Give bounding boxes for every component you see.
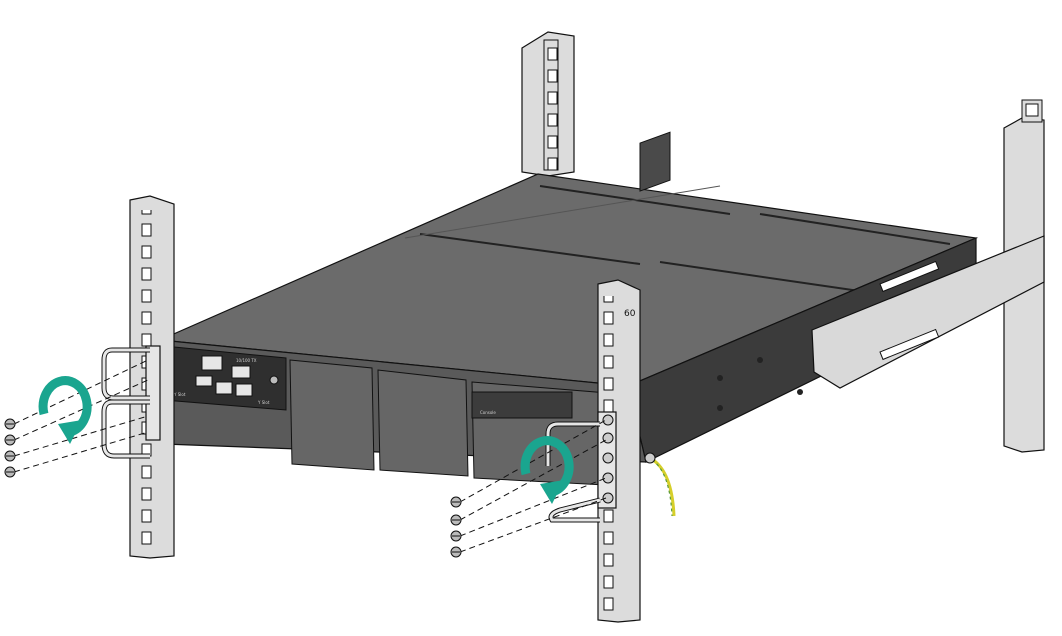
rack-post-number: 60 <box>624 309 636 319</box>
clockwise-rotation-arrow-icon <box>38 376 92 444</box>
clockwise-rotation-arrow-icon <box>520 436 574 504</box>
ethernet-port-icon <box>231 365 251 379</box>
usb-port-icon <box>195 375 213 387</box>
side-label-plate <box>639 131 671 192</box>
screws-left <box>4 418 16 478</box>
slide-rail <box>811 235 1045 389</box>
sfp-port-icon <box>235 383 253 397</box>
power-module <box>471 391 573 419</box>
slot-label-left: Y Slot <box>173 392 186 397</box>
mounting-bracket-right <box>545 411 617 523</box>
slot-label-right: Y Slot <box>257 400 270 405</box>
screws-right <box>450 496 462 558</box>
ground-terminal-icon <box>644 452 656 464</box>
screw-icon <box>4 450 16 462</box>
sfp-port-icon <box>215 381 233 395</box>
chassis-top-grooves <box>404 185 951 295</box>
screw-icon <box>450 496 462 508</box>
screw-icon <box>450 514 462 526</box>
ground-wire-stripe <box>651 459 673 517</box>
ground-wire <box>649 456 676 517</box>
screw-icon <box>450 530 462 542</box>
screw-icon <box>450 546 462 558</box>
ethernet-port-icon <box>201 355 223 371</box>
screw-icon <box>4 418 16 430</box>
screw-guides-right <box>459 419 607 553</box>
module-label: Console <box>480 410 496 415</box>
port-group-label: 10/100 TX <box>236 358 257 363</box>
mounting-bracket-left <box>101 345 161 459</box>
screw-icon <box>4 434 16 446</box>
rack-post-back-left <box>521 31 575 177</box>
management-panel: 10/100 TX Y Slot Y Slot <box>163 345 287 411</box>
screw-icon <box>4 466 16 478</box>
